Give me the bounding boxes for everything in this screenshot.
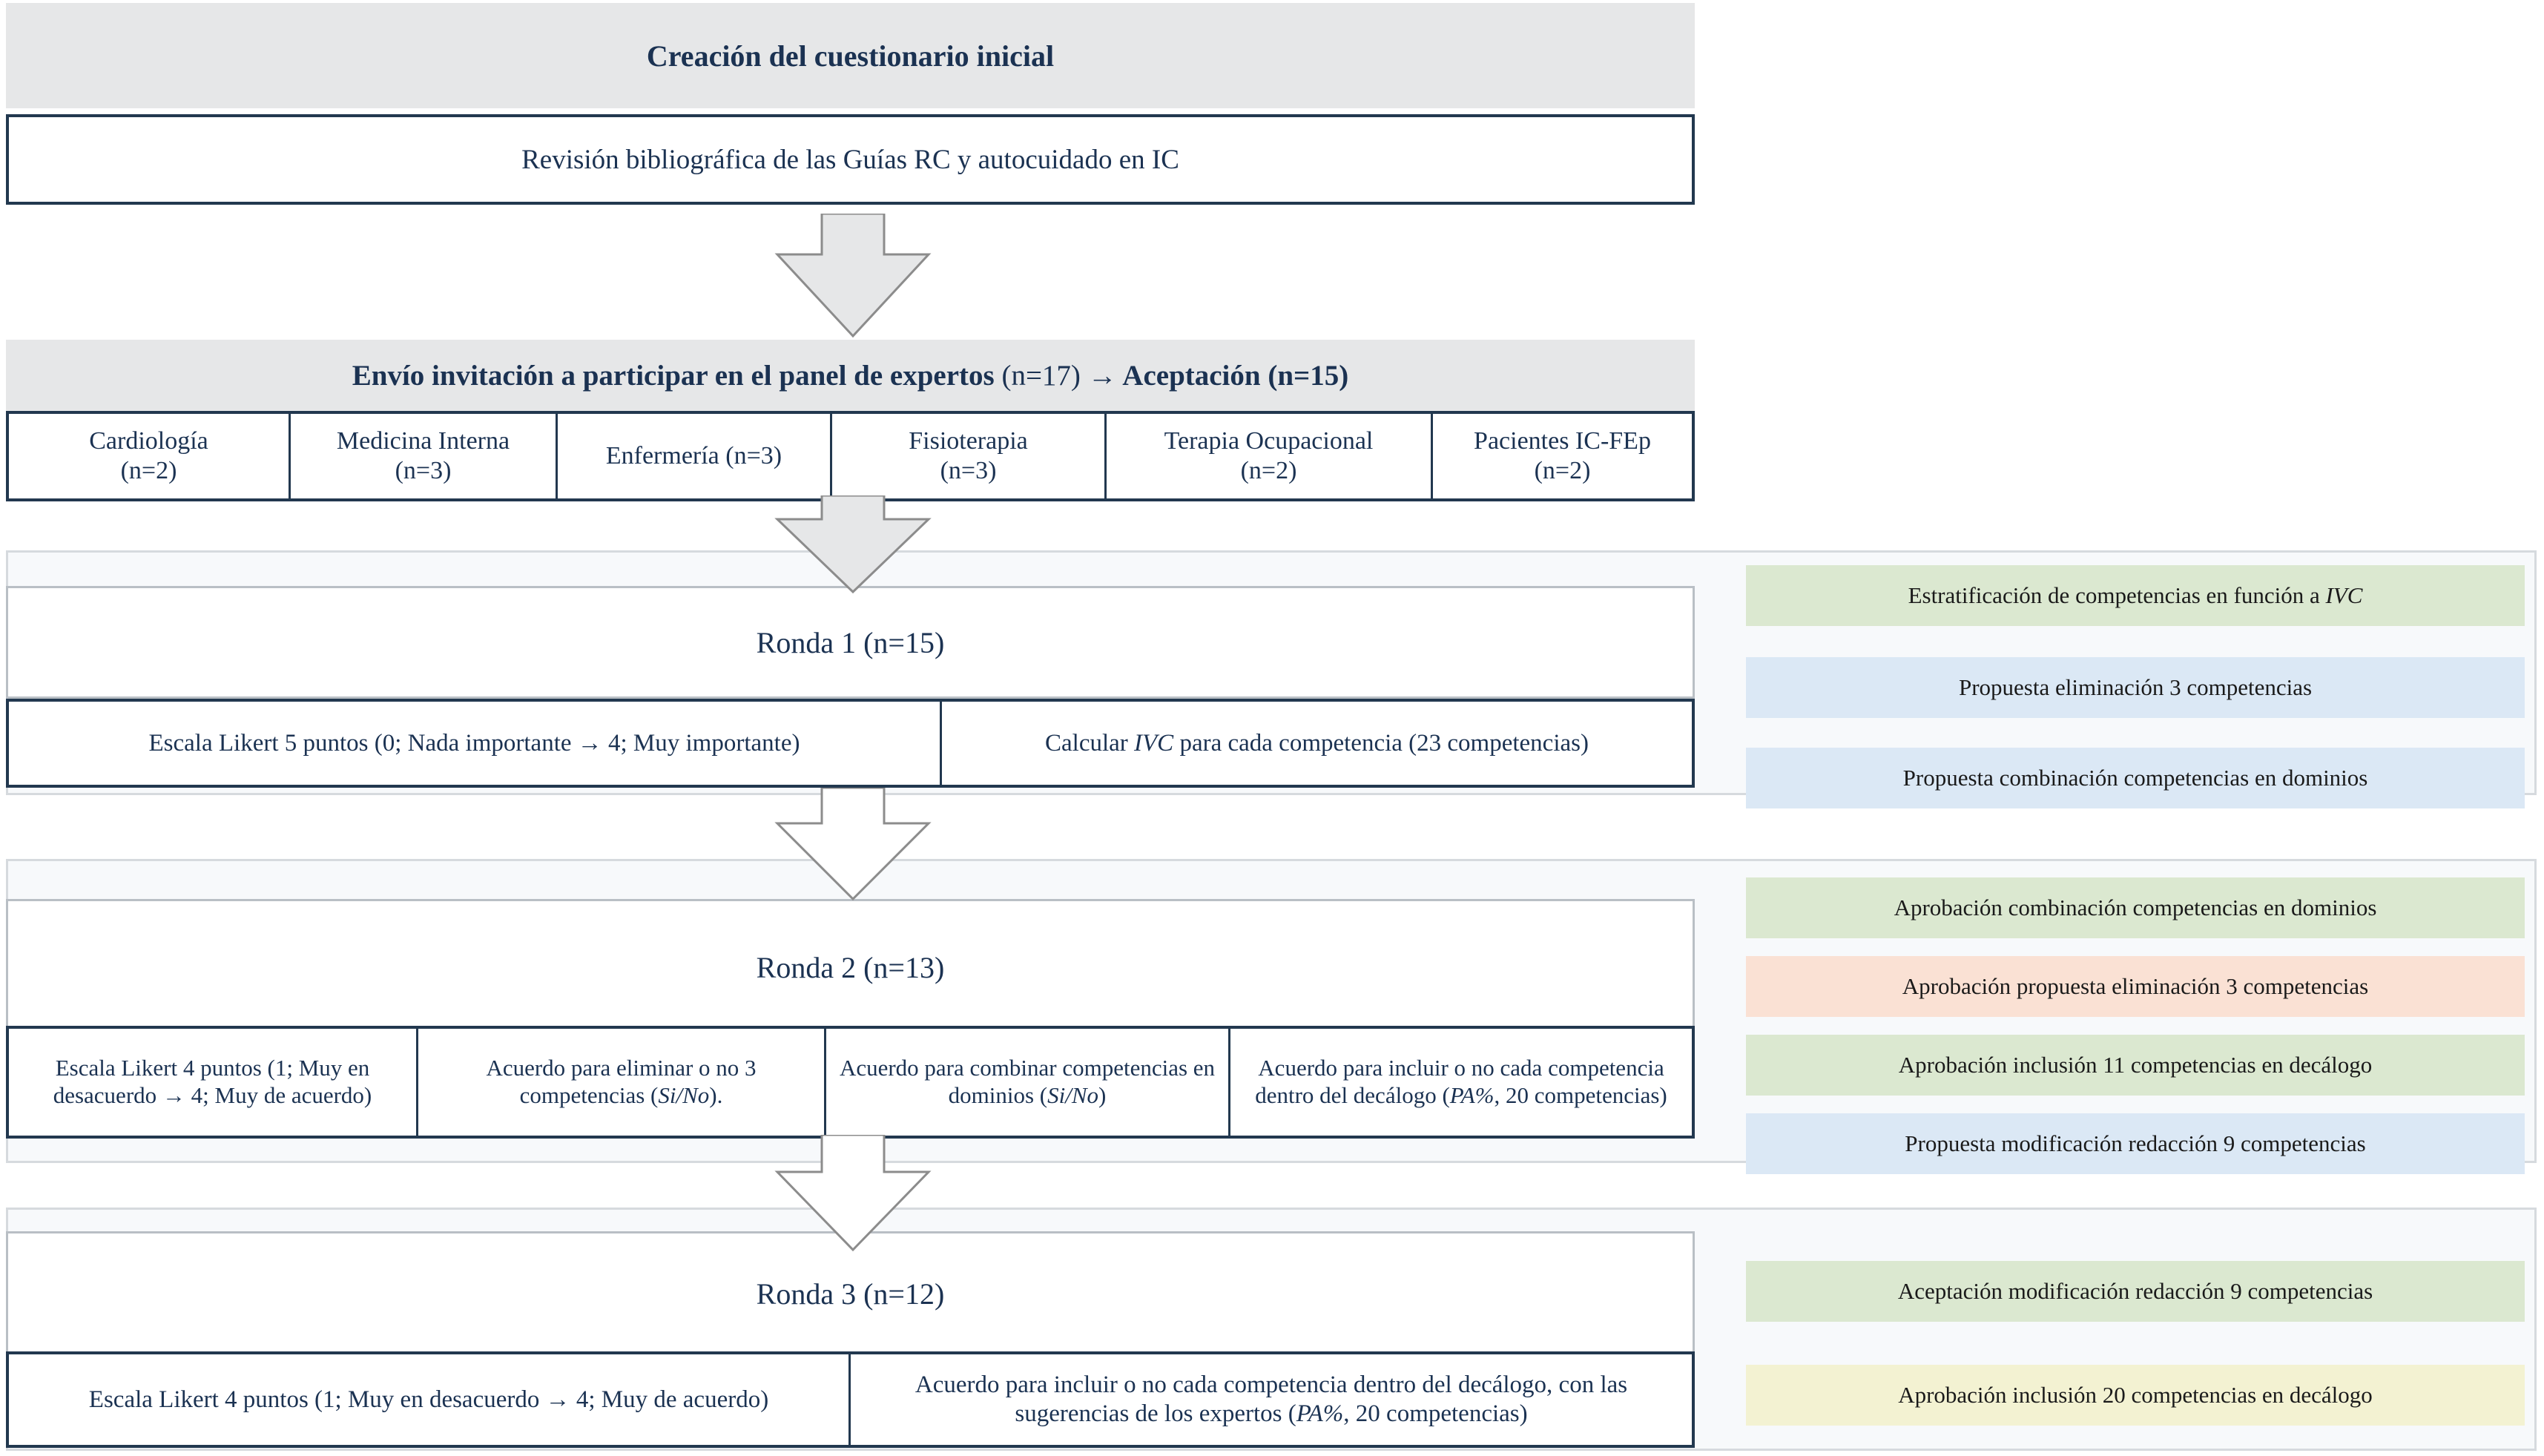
stage1-body-box: Revisión bibliográfica de las Guías RC y… (6, 114, 1695, 205)
badge-text: Aprobación inclusión 20 competencias en … (1898, 1382, 2373, 1409)
expert-cell-medicina-interna: Medicina Interna (n=3) (291, 414, 558, 498)
stage2-title-bold-2: → Aceptación (n=15) (1087, 359, 1349, 392)
round2-badge-aprobacion-eliminacion: Aprobación propuesta eliminación 3 compe… (1746, 956, 2525, 1017)
badge-text: Propuesta combinación competencias en do… (1902, 765, 2368, 791)
arrow-stage1-to-stage2 (774, 214, 932, 338)
stage1-title: Creación del cuestionario inicial (646, 39, 1055, 73)
expert-name: Cardiología (89, 426, 208, 455)
round2-cell-incluir-decalogo: Acuerdo para incluir o no cada competenc… (1230, 1029, 1692, 1136)
round2-badge-aprobacion-combinacion: Aprobación combinación competencias en d… (1746, 877, 2525, 938)
cell-text-pre: Acuerdo para incluir o no cada competenc… (1255, 1055, 1664, 1108)
round2-heading: Ronda 2 (n=13) (756, 951, 945, 984)
round1-heading: Ronda 1 (n=15) (756, 625, 945, 659)
badge-text: Propuesta modificación redacción 9 compe… (1905, 1130, 2366, 1157)
cell-text-italic: PA% (1296, 1400, 1344, 1427)
cell-text-post: , 20 competencias) (1343, 1400, 1528, 1427)
round2-cell-eliminar-3: Acuerdo para eliminar o no 3 competencia… (418, 1029, 826, 1136)
round3-cells-row: Escala Likert 4 puntos (1; Muy en desacu… (6, 1351, 1695, 1448)
expert-cell-enfermeria: Enfermería (n=3) (558, 414, 832, 498)
stage1-title-band: Creación del cuestionario inicial (6, 3, 1695, 108)
badge-text: Propuesta eliminación 3 competencias (1958, 674, 2313, 701)
expert-name: Pacientes IC-FEp (1474, 426, 1651, 455)
expert-count: (n=3) (940, 457, 997, 484)
expert-count: (n=2) (120, 457, 177, 484)
round3-badge-aprobacion-inclusion-20: Aprobación inclusión 20 competencias en … (1746, 1365, 2525, 1426)
cell-text: Escala Likert 4 puntos (1; Muy en desacu… (88, 1386, 769, 1413)
round2-badge-aprobacion-inclusion-11: Aprobación inclusión 11 competencias en … (1746, 1035, 2525, 1096)
round2-badge-propuesta-modificacion: Propuesta modificación redacción 9 compe… (1746, 1113, 2525, 1174)
arrow-round1-to-round2 (774, 788, 932, 901)
badge-text: Aprobación combinación competencias en d… (1894, 895, 2377, 921)
cell-text-post: , 20 competencias) (1494, 1082, 1667, 1108)
expert-cell-fisioterapia: Fisioterapia (n=3) (832, 414, 1107, 498)
stage2-title-bold-1: Envío invitación a participar en el pane… (352, 359, 1002, 392)
round2-cell-combinar-dominios: Acuerdo para combinar competencias en do… (826, 1029, 1230, 1136)
cell-text-pre: Escala Likert 5 puntos (0; Nada importan… (148, 729, 800, 757)
cell-text-pre: Acuerdo para incluir o no cada competenc… (915, 1371, 1628, 1427)
round1-cells-row: Escala Likert 5 puntos (0; Nada importan… (6, 699, 1695, 788)
cell-text-pre: Calcular (1045, 729, 1135, 757)
badge-text: Aceptación modificación redacción 9 comp… (1897, 1278, 2373, 1305)
cell-text-pre: Acuerdo para combinar competencias en do… (839, 1055, 1216, 1108)
expert-cell-pacientes-ic-fep: Pacientes IC-FEp (n=2) (1433, 414, 1692, 498)
stage2-title-regular: (n=17) (1001, 359, 1088, 392)
round1-badge-propuesta-combinacion: Propuesta combinación competencias en do… (1746, 748, 2525, 808)
expert-count: (n=3) (395, 457, 452, 484)
cell-text-italic: IVC (1134, 729, 1174, 757)
round1-badge-estratificacion: Estratificación de competencias en funci… (1746, 565, 2525, 626)
cell-text-post: ). (709, 1082, 723, 1108)
cell-text: Escala Likert 4 puntos (1; Muy en desacu… (53, 1055, 372, 1108)
round3-heading: Ronda 3 (n=12) (756, 1277, 945, 1311)
expert-name: Fisioterapia (909, 426, 1028, 455)
round3-cell-incluir-decalogo: Acuerdo para incluir o no cada competenc… (851, 1354, 1692, 1445)
round1-cell-escala-likert: Escala Likert 5 puntos (0; Nada importan… (9, 702, 942, 785)
round2-heading-box: Ronda 2 (n=13) (6, 899, 1695, 1036)
round1-cell-calcular-ivc: Calcular IVC para cada competencia (23 c… (942, 702, 1692, 785)
stage1-body-text: Revisión bibliográfica de las Guías RC y… (521, 144, 1179, 175)
expert-count: (n=2) (1534, 457, 1591, 484)
badge-text: Aprobación propuesta eliminación 3 compe… (1902, 973, 2369, 1000)
round2-cell-escala-likert: Escala Likert 4 puntos (1; Muy en desacu… (9, 1029, 418, 1136)
expert-name: Terapia Ocupacional (1164, 426, 1374, 455)
cell-text-italic: Si/No (1047, 1082, 1099, 1108)
stage2-experts-row: Cardiología (n=2) Medicina Interna (n=3)… (6, 411, 1695, 501)
round1-badge-propuesta-eliminacion: Propuesta eliminación 3 competencias (1746, 657, 2525, 718)
stage2-title: Envío invitación a participar en el pane… (352, 359, 1348, 392)
expert-name: Enfermería (n=3) (605, 441, 782, 470)
badge-text-pre: Estratificación de competencias en funci… (1908, 582, 2326, 609)
badge-text-italic: IVC (2325, 582, 2363, 609)
round1-heading-box: Ronda 1 (n=15) (6, 586, 1695, 699)
expert-count: (n=2) (1240, 457, 1297, 484)
cell-text-post: para cada competencia (23 competencias) (1173, 729, 1589, 757)
cell-text-italic: PA% (1449, 1082, 1495, 1108)
arrow-round2-to-round3 (774, 1135, 932, 1252)
expert-cell-terapia-ocupacional: Terapia Ocupacional (n=2) (1107, 414, 1433, 498)
round3-cell-escala-likert: Escala Likert 4 puntos (1; Muy en desacu… (9, 1354, 851, 1445)
expert-cell-cardiologia: Cardiología (n=2) (9, 414, 291, 498)
cell-text-italic: Si/No (658, 1082, 710, 1108)
round2-cells-row: Escala Likert 4 puntos (1; Muy en desacu… (6, 1026, 1695, 1139)
expert-name: Medicina Interna (336, 426, 510, 455)
round3-badge-aceptacion-modificacion: Aceptación modificación redacción 9 comp… (1746, 1261, 2525, 1322)
arrow-stage2-to-round1 (774, 495, 932, 594)
cell-text-pre: Acuerdo para eliminar o no 3 competencia… (486, 1055, 757, 1108)
badge-text: Aprobación inclusión 11 competencias en … (1898, 1052, 2373, 1078)
stage2-title-band: Envío invitación a participar en el pane… (6, 340, 1695, 411)
cell-text-post: ) (1098, 1082, 1107, 1108)
